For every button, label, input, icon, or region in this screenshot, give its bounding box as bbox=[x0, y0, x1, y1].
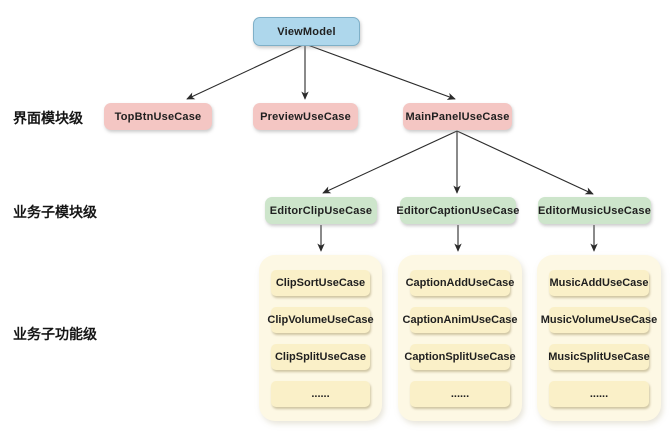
node-musicsplitusecase: MusicSplitUseCase bbox=[548, 344, 650, 370]
node-editorcaptionusecase: EditorCaptionUseCase bbox=[396, 197, 519, 224]
row-label-business-submodule-level: 业务子模块级 bbox=[13, 204, 97, 220]
node-captionsplitusecase: CaptionSplitUseCase bbox=[404, 344, 516, 370]
node-mainpanelusecase: MainPanelUseCase bbox=[403, 103, 512, 130]
node-captionanimusecase: CaptionAnimUseCase bbox=[403, 307, 517, 333]
node-captionaddusecase: CaptionAddUseCase bbox=[406, 270, 514, 296]
node-clipvolumeusecase: ClipVolumeUseCase bbox=[267, 307, 374, 333]
group-caption-usecases: CaptionAddUseCase CaptionAnimUseCase Cap… bbox=[398, 255, 522, 421]
node-clipsortusecase: ClipSortUseCase bbox=[271, 270, 370, 296]
arrow-mainpanel-to-editormusic bbox=[456, 130, 594, 195]
node-viewmodel: ViewModel bbox=[253, 17, 360, 46]
node-musicaddusecase: MusicAddUseCase bbox=[549, 270, 649, 296]
node-previewusecase: PreviewUseCase bbox=[253, 103, 358, 130]
node-editormusicusecase: EditorMusicUseCase bbox=[538, 197, 651, 224]
row-label-interface-module-level: 界面模块级 bbox=[13, 110, 83, 126]
node-topbtnusecase: TopBtnUseCase bbox=[104, 103, 212, 130]
arrow-viewmodel-to-topbtn bbox=[186, 43, 306, 100]
node-caption-ellipsis: ...... bbox=[410, 381, 510, 407]
group-clip-usecases: ClipSortUseCase ClipVolumeUseCase ClipSp… bbox=[259, 255, 382, 421]
arrow-viewmodel-to-mainpanel bbox=[304, 43, 456, 100]
row-label-business-subfunction-level: 业务子功能级 bbox=[13, 326, 97, 342]
node-clipsplitusecase: ClipSplitUseCase bbox=[271, 344, 370, 370]
group-music-usecases: MusicAddUseCase MusicVolumeUseCase Music… bbox=[537, 255, 661, 421]
arrow-mainpanel-to-editorclip bbox=[322, 130, 458, 194]
node-clip-ellipsis: ...... bbox=[271, 381, 370, 407]
node-music-ellipsis: ...... bbox=[549, 381, 649, 407]
node-editorclipusecase: EditorClipUseCase bbox=[265, 197, 377, 224]
node-musicvolumeusecase: MusicVolumeUseCase bbox=[541, 307, 657, 333]
